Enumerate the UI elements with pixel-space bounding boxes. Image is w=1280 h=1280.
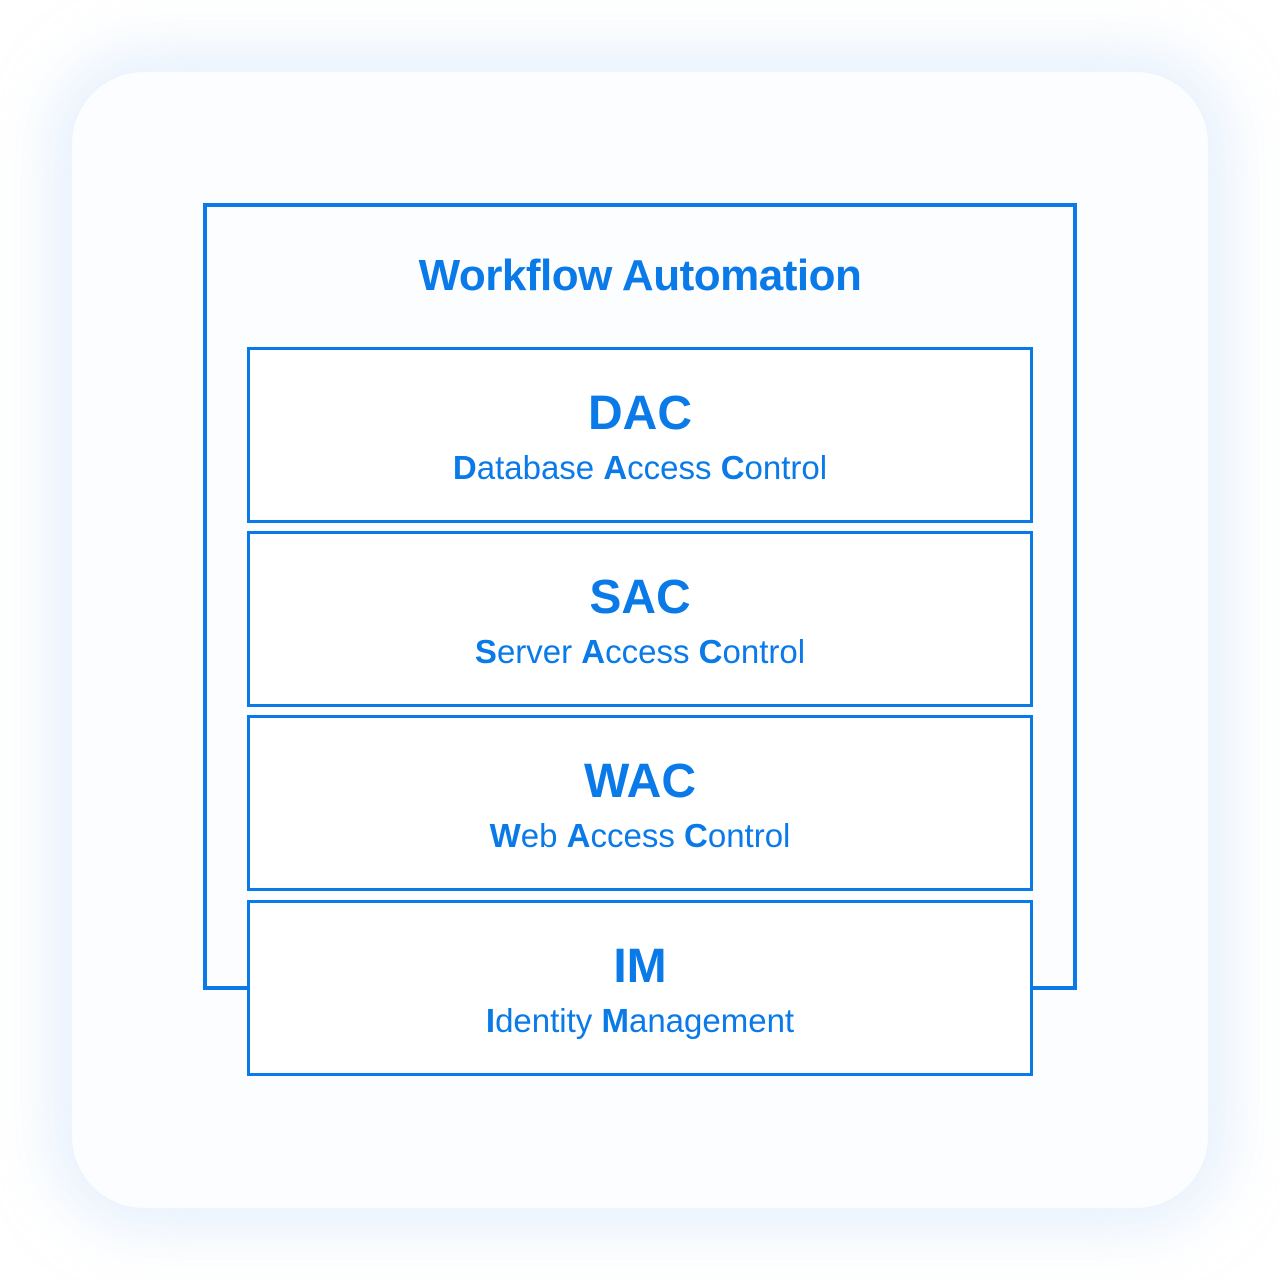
name-fragment: ontrol	[707, 817, 791, 854]
workflow-automation-title: Workflow Automation	[418, 251, 862, 300]
acronym-letter: M	[601, 1002, 629, 1039]
layer-abbreviation: SAC	[589, 571, 691, 624]
layer-full-name: Web Access Control	[250, 816, 1030, 856]
acronym-letter: S	[474, 633, 497, 670]
acronym-letter: C	[684, 817, 708, 854]
acronym-letter: A	[566, 817, 591, 854]
name-fragment: ccess	[605, 633, 699, 670]
layer-sac: SAC Server Access Control	[247, 531, 1033, 707]
name-fragment: dentity	[495, 1002, 602, 1039]
layer-abbreviation: IM	[613, 940, 667, 993]
name-fragment: anagement	[628, 1002, 795, 1039]
acronym-letter: A	[581, 633, 606, 670]
acronym-letter: I	[485, 1002, 496, 1039]
layer-full-name: Database Access Control	[250, 448, 1030, 488]
name-fragment: ccess	[590, 817, 684, 854]
acronym-letter: W	[489, 817, 521, 854]
layer-abbreviation: DAC	[588, 387, 692, 440]
name-fragment: eb	[520, 817, 567, 854]
layer-abbreviation: WAC	[584, 755, 696, 808]
name-fragment: ccess	[627, 449, 721, 486]
layer-full-name: Server Access Control	[250, 632, 1030, 672]
layer-im: IM Identity Management	[247, 900, 1033, 1076]
name-fragment: ontrol	[744, 449, 828, 486]
acronym-letter: C	[698, 633, 723, 670]
acronym-letter: C	[720, 449, 745, 486]
name-fragment: erver	[496, 633, 582, 670]
layer-full-name: Identity Management	[250, 1001, 1030, 1041]
name-fragment: atabase	[476, 449, 604, 486]
layer-dac: DAC Database Access Control	[247, 347, 1033, 523]
layer-wac: WAC Web Access Control	[247, 715, 1033, 891]
acronym-letter: A	[603, 449, 628, 486]
name-fragment: ontrol	[722, 633, 806, 670]
acronym-letter: D	[452, 449, 477, 486]
